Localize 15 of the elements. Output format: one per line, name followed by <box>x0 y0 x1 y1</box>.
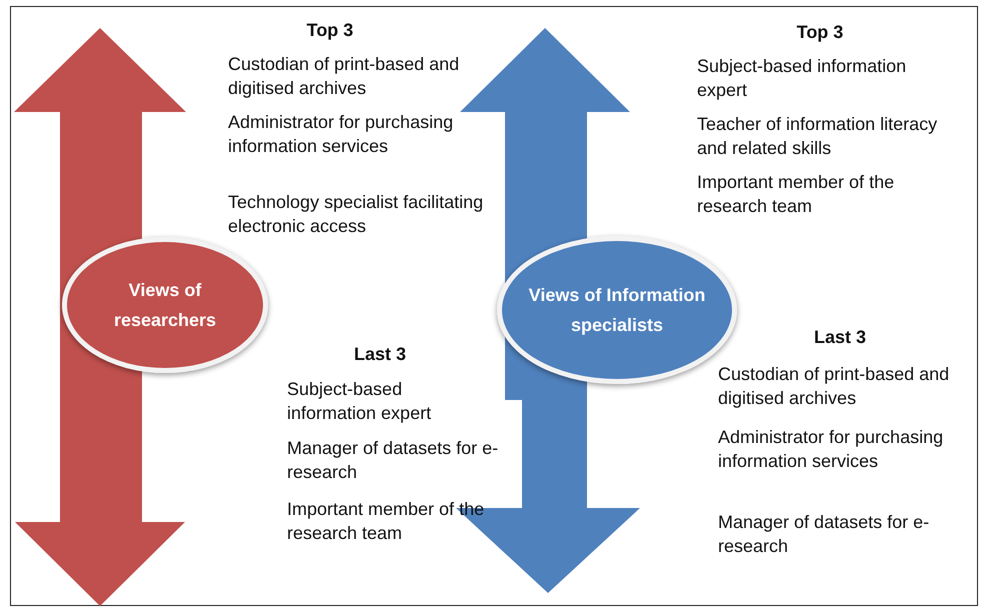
list-item: Subject-based information expert <box>697 55 908 102</box>
list-heading: Top 3 <box>796 21 844 44</box>
list-item: Important member of the research team <box>697 171 896 218</box>
list-heading: Last 3 <box>352 343 408 366</box>
list-item: Technology specialist facilitating electronic access <box>228 191 484 238</box>
list-item: Manager of datasets for e-research <box>718 511 930 558</box>
list-heading: Top 3 <box>306 19 354 42</box>
list-item: Teacher of information literacy and related skills <box>697 113 938 160</box>
list-item: Administrator for purchasing information services <box>228 111 454 158</box>
list-item: Subject-based information expert <box>287 378 432 425</box>
list-item: Manager of datasets for e-research <box>287 437 500 484</box>
list-item: Custodian of print-based and digitised archives <box>228 53 460 100</box>
list-item: Custodian of print-based and digitised archives <box>718 363 950 410</box>
list-heading: Last 3 <box>812 326 868 349</box>
list-item: Administrator for purchasing information services <box>718 426 944 473</box>
